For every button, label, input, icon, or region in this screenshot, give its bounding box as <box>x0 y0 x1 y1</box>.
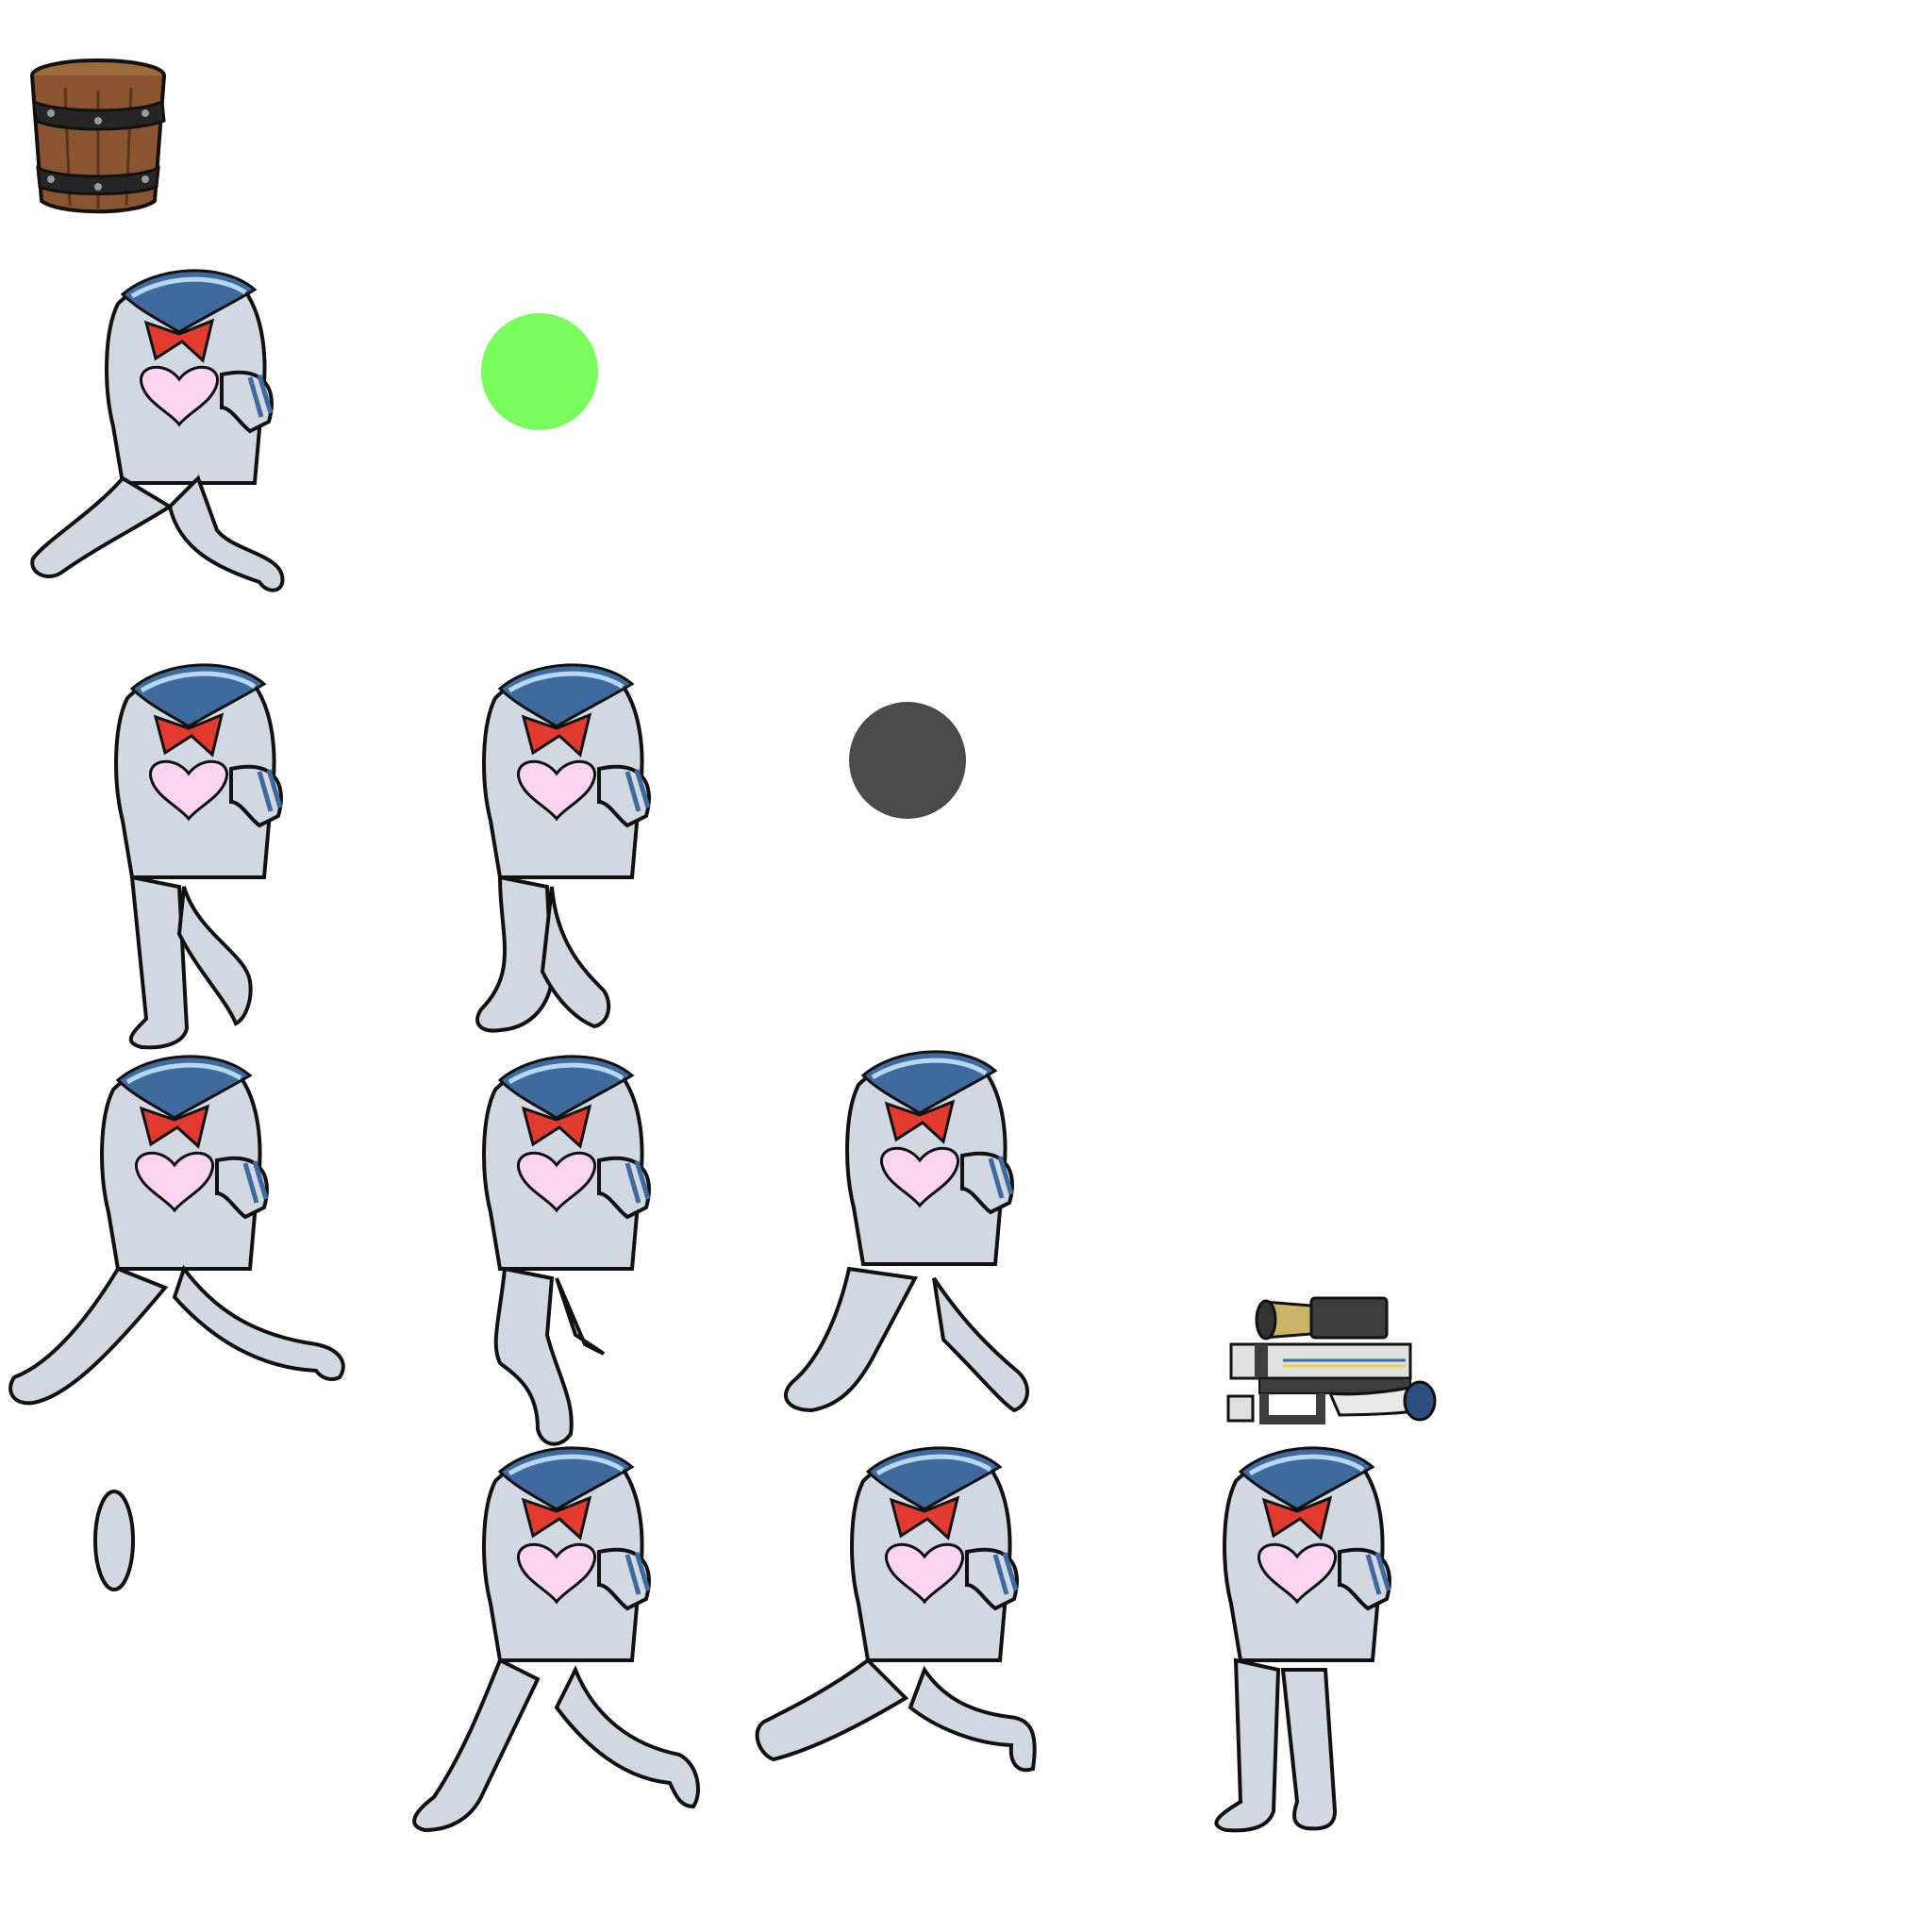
foot-shape-icon <box>93 1490 135 1591</box>
sailor-body-frame <box>28 266 311 643</box>
headless-sailor-suit-icon <box>462 1052 679 1446</box>
green-dot <box>481 313 598 430</box>
foot-piece <box>91 1489 138 1592</box>
dark-circle-icon <box>849 702 966 819</box>
sailor-body-frame <box>462 660 670 1057</box>
wooden-barrel-icon <box>30 58 166 214</box>
sailor-body-frame <box>774 1047 1057 1453</box>
headless-sailor-suit-icon <box>412 1443 700 1833</box>
headless-sailor-suit-icon <box>475 660 670 1033</box>
sailor-body-frame <box>5 1052 373 1448</box>
sniper-gun-head <box>1226 1292 1443 1434</box>
headless-sailor-suit-icon <box>1214 1443 1415 1833</box>
sailor-body-frame <box>462 1052 679 1457</box>
headless-sailor-suit-icon <box>30 266 285 592</box>
dark-dot <box>849 702 966 819</box>
green-circle-icon <box>481 313 598 430</box>
headless-sailor-suit-icon <box>94 660 302 1050</box>
headless-sailor-suit-icon <box>783 1047 1029 1413</box>
barrel-helmet <box>23 55 174 225</box>
headless-sailor-suit-icon <box>755 1443 1037 1773</box>
sailor-body-frame <box>396 1443 717 1840</box>
sailor-body-frame <box>1189 1443 1415 1840</box>
headless-sailor-suit-icon <box>8 1052 345 1406</box>
scoped-rifle-icon <box>1226 1296 1437 1424</box>
sailor-body-frame <box>755 1443 1057 1802</box>
sailor-body-frame <box>94 660 302 1057</box>
